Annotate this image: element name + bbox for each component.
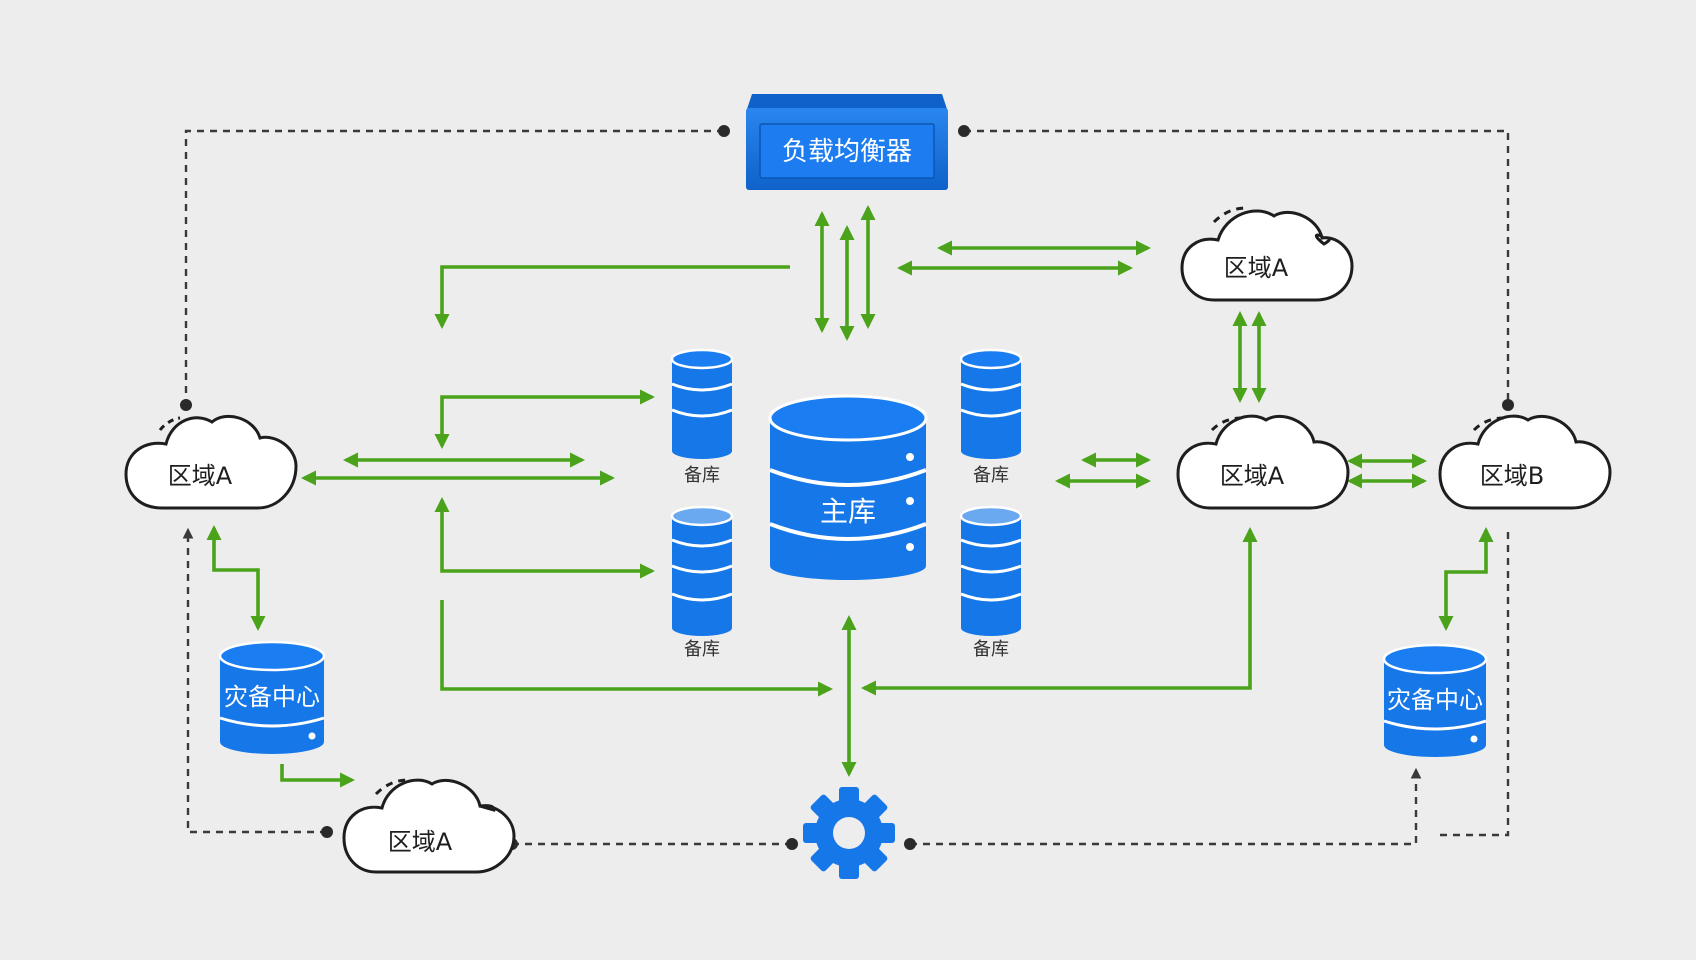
arrow-to-replica-top-left bbox=[434, 389, 656, 450]
connector-dot bbox=[904, 838, 916, 850]
region-cloud-mid-right: 区域A bbox=[1176, 414, 1350, 510]
replica-bottom-right: 备库 bbox=[959, 505, 1023, 660]
cloud-icon bbox=[1176, 414, 1350, 510]
replica-label: 备库 bbox=[684, 639, 720, 660]
primary-database-label: 主库 bbox=[820, 495, 876, 528]
arrow-top-left-elbow bbox=[434, 265, 790, 330]
dashed-line-left-region-to-bottom-region bbox=[182, 527, 327, 834]
dr-center-left: 灾备中心 bbox=[218, 640, 326, 754]
arrow-left-bus-to-center bbox=[440, 600, 834, 697]
replica-top-left: 备库 bbox=[670, 348, 734, 486]
arrow-regionb-to-right-dr bbox=[1438, 526, 1494, 632]
dashed-connectors bbox=[182, 129, 1510, 846]
replica-label: 备库 bbox=[973, 639, 1009, 660]
dashed-line-gear-to-right-dr bbox=[910, 767, 1422, 846]
region-cloud-far-right: 区域B bbox=[1438, 414, 1612, 510]
dr-center-right-label: 灾备中心 bbox=[1387, 686, 1483, 714]
region-label: 区域A bbox=[1224, 254, 1289, 282]
cloud-icon bbox=[124, 414, 298, 510]
replica-label: 备库 bbox=[973, 465, 1009, 486]
region-label: 区域A bbox=[1220, 462, 1285, 490]
arrow-dr-to-bottom-region bbox=[280, 764, 356, 788]
gear-icon bbox=[803, 787, 895, 879]
connector-dot bbox=[786, 838, 798, 850]
replica-label: 备库 bbox=[684, 465, 720, 486]
region-cloud-bottom: 区域A bbox=[342, 778, 516, 874]
replica-bottom-left: 备库 bbox=[670, 505, 734, 660]
primary-database: 主库 bbox=[768, 394, 928, 580]
arrow-left-region-to-dr bbox=[206, 524, 266, 632]
load-balancer: 负载均衡器 bbox=[746, 94, 948, 190]
dr-center-left-label: 灾备中心 bbox=[224, 683, 320, 711]
region-label: 区域B bbox=[1480, 462, 1544, 490]
dashed-line-lb-to-left-region bbox=[184, 129, 724, 405]
connector-dot bbox=[718, 125, 730, 137]
connector-dot bbox=[321, 826, 333, 838]
region-label: 区域A bbox=[168, 462, 233, 490]
cloud-icon bbox=[1180, 209, 1354, 302]
load-balancer-label: 负载均衡器 bbox=[782, 137, 912, 167]
replica-top-right: 备库 bbox=[959, 348, 1023, 486]
cloud-icon bbox=[342, 778, 516, 874]
connector-dot bbox=[180, 399, 192, 411]
green-connectors bbox=[206, 204, 1494, 788]
connector-dot bbox=[958, 125, 970, 137]
region-label: 区域A bbox=[388, 828, 453, 856]
arrow-mid-right-region-to-bus bbox=[860, 526, 1258, 696]
dr-center-right: 灾备中心 bbox=[1382, 643, 1488, 757]
connector-dot bbox=[1502, 399, 1514, 411]
dashed-line-far-right-region-down bbox=[1438, 532, 1510, 837]
region-cloud-top-right: 区域A bbox=[1180, 206, 1354, 302]
cloud-icon bbox=[1438, 414, 1612, 510]
arrow-to-replica-bottom-left bbox=[434, 496, 656, 579]
region-cloud-left: 区域A bbox=[124, 414, 298, 510]
